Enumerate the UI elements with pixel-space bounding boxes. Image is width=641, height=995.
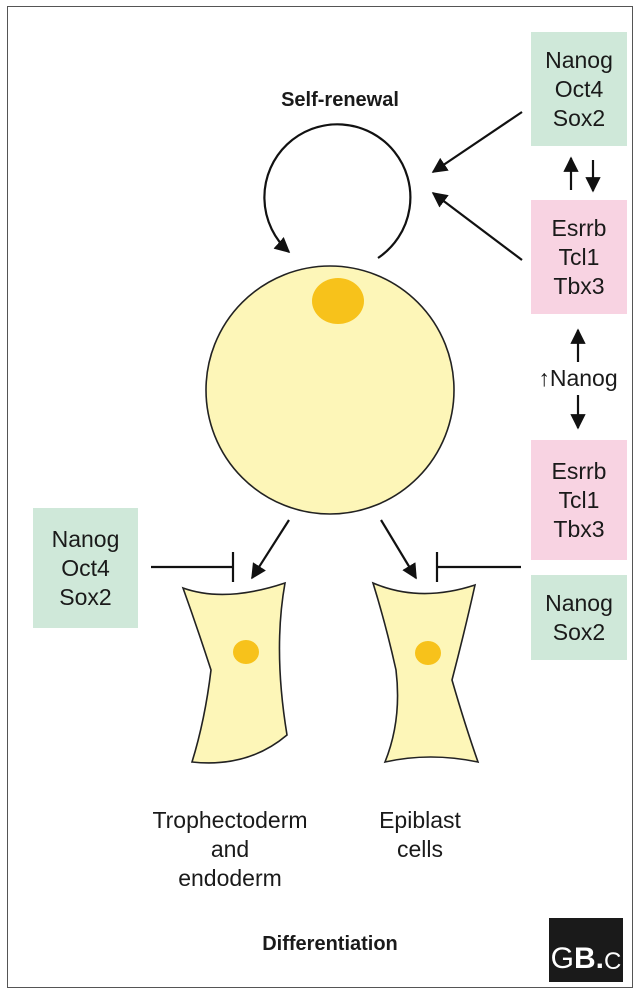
box-text: Oct4 [555,75,604,104]
box-text: Sox2 [59,583,111,612]
label-line: cells [350,835,490,864]
box-text: Esrrb [552,457,607,486]
box-text: Sox2 [553,618,605,647]
inhibit-right [437,552,521,582]
arrow-to-epiblast [381,520,416,578]
label-line: Epiblast [350,806,490,835]
box-text: Sox2 [553,104,605,133]
trophectoderm-label: Trophectoderm and endoderm [130,806,330,893]
epiblast-cell [373,583,478,762]
epiblast-label: Epiblast cells [350,806,490,864]
arrow-to-trophectoderm [252,520,289,578]
logo-dot: . [596,942,604,976]
label-line: and [130,835,330,864]
differentiation-label: Differentiation [230,930,430,959]
inhibit-left [151,552,233,582]
epiblast-nucleus [415,641,441,665]
box-nanog-sox2: Nanog Sox2 [531,575,627,660]
arrow-mid-box-to-loop [433,193,522,260]
label-line: Trophectoderm [130,806,330,835]
box-text: Nanog [545,589,613,618]
self-renewal-title: Self-renewal [240,86,440,115]
trophectoderm-nucleus [233,640,259,664]
box-text: Oct4 [61,554,110,583]
logo-g: G [551,942,574,976]
box-core-factors-top: Nanog Oct4 Sox2 [531,32,627,146]
box-text: Esrrb [552,214,607,243]
box-text: Tcl1 [559,486,600,515]
box-core-factors-left: Nanog Oct4 Sox2 [33,508,138,628]
box-text: Tbx3 [553,515,604,544]
box-text: Tbx3 [553,272,604,301]
logo-b: B [574,942,596,976]
label-line: endoderm [130,864,330,893]
nanog-up-label: ↑Nanog [528,364,628,393]
box-esrrb-lower: Esrrb Tcl1 Tbx3 [531,440,627,560]
box-text: Nanog [545,46,613,75]
box-text: Nanog [52,525,120,554]
logo-c: C [604,948,621,976]
box-esrrb-upper: Esrrb Tcl1 Tbx3 [531,200,627,314]
box-text: Tcl1 [559,243,600,272]
stem-cell-nucleus [312,278,364,324]
arrow-top-box-to-loop [433,112,522,172]
trophectoderm-cell [183,583,287,763]
self-renewal-loop-arrow [264,124,410,258]
